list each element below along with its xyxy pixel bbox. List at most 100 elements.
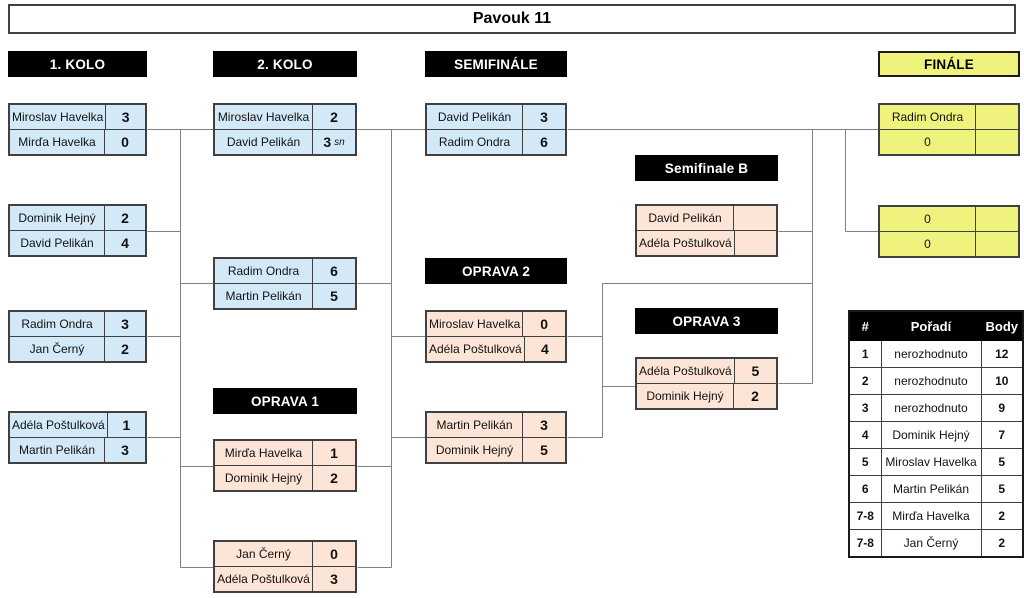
player-score — [975, 207, 1018, 231]
player-name: Mirďa Havelka — [224, 446, 303, 460]
player-name: Jan Černý — [236, 547, 291, 561]
points-cell: 9 — [980, 394, 1024, 422]
match-final-1: Radim Ondra 0 — [878, 103, 1020, 156]
rank-cell: 4 — [848, 421, 882, 449]
player-score: 6 — [312, 259, 355, 283]
header-oprava2: OPRAVA 2 — [425, 258, 567, 284]
player-name: Adéla Poštulková — [217, 572, 310, 586]
player-score: 5 — [522, 438, 565, 462]
rank-cell: 7-8 — [848, 529, 882, 558]
player-name: David Pelikán — [226, 135, 301, 149]
player-name: Miroslav Havelka — [217, 110, 310, 124]
points-cell: 5 — [980, 475, 1024, 503]
points-cell: 5 — [980, 448, 1024, 476]
player-score: 3 — [104, 438, 145, 462]
player-name: David Pelikán — [648, 211, 722, 225]
player-score: 2 — [104, 206, 145, 230]
player-score — [975, 232, 1018, 256]
header-round2: 2. KOLO — [213, 51, 357, 77]
player-score: 1 — [312, 441, 355, 465]
col-points-header: Body — [980, 310, 1024, 341]
player-name: Adéla Poštulková — [429, 342, 522, 356]
name-cell: Jan Černý — [880, 529, 982, 558]
match-round1-3: Radim Ondra 3 Jan Černý 2 — [8, 310, 147, 363]
name-cell: Mirďa Havelka — [880, 502, 982, 530]
player-score: 6 — [522, 130, 565, 154]
player-score: 2 — [104, 337, 145, 361]
player-name: Martin Pelikán — [436, 418, 513, 432]
player-name: Radim Ondra — [227, 264, 300, 278]
player-name: Dominik Hejný — [224, 471, 303, 485]
points-cell: 2 — [980, 502, 1024, 530]
player-score: 4 — [523, 337, 565, 361]
player-score — [975, 105, 1018, 129]
rank-cell: 6 — [848, 475, 882, 503]
score-value: 3 — [323, 134, 332, 150]
player-name: Adéla Poštulková — [639, 236, 732, 250]
player-score: 1 — [106, 413, 145, 437]
player-name: Jan Černý — [29, 342, 85, 356]
player-name: Radim Ondra — [21, 317, 93, 331]
player-score: 3 — [522, 105, 565, 129]
name-cell: nerozhodnuto — [880, 394, 982, 422]
name-cell: Dominik Hejný — [880, 421, 982, 449]
header-oprava3: OPRAVA 3 — [635, 308, 778, 334]
match-oprava1-1: Mirďa Havelka 1 Dominik Hejný 2 — [213, 439, 357, 492]
player-name: David Pelikán — [437, 110, 512, 124]
player-name: Martin Pelikán — [225, 289, 302, 303]
header-semifinal-b: Semifinale B — [635, 155, 778, 181]
player-score: 3 — [312, 567, 355, 591]
player-name: Radim Ondra — [891, 110, 964, 124]
match-semifinal: David Pelikán 3 Radim Ondra 6 — [425, 103, 567, 156]
player-score: 2 — [312, 466, 355, 490]
match-final-2: 0 0 — [878, 205, 1020, 258]
match-semifinal-b: David Pelikán Adéla Poštulková — [635, 204, 778, 257]
points-cell: 2 — [980, 529, 1024, 558]
player-score: 2 — [312, 105, 355, 129]
page-title: Pavouk 11 — [8, 4, 1016, 34]
player-score — [733, 206, 776, 230]
header-final: FINÁLE — [878, 51, 1020, 77]
header-round1: 1. KOLO — [8, 51, 147, 77]
player-score — [975, 130, 1018, 154]
player-name: 0 — [924, 212, 931, 226]
player-score — [733, 231, 776, 255]
player-name: Dominik Hejný — [646, 389, 724, 403]
col-rank-header: # — [848, 310, 882, 341]
player-score: 3 — [104, 312, 145, 336]
points-cell: 7 — [980, 421, 1024, 449]
player-name: Radim Ondra — [438, 135, 511, 149]
name-cell: Martin Pelikán — [880, 475, 982, 503]
score-value: 2 — [330, 109, 338, 125]
name-cell: Miroslav Havelka — [880, 448, 982, 476]
player-score: 4 — [104, 231, 145, 255]
player-name: 0 — [924, 237, 931, 251]
player-name: Miroslav Havelka — [429, 317, 521, 331]
standings-header-row: # Pořadí Body — [848, 310, 1024, 341]
points-cell: 12 — [980, 340, 1024, 368]
rank-cell: 1 — [848, 340, 882, 368]
player-score: 2 — [733, 384, 776, 408]
player-score: 0 — [104, 130, 145, 154]
header-semifinal: SEMIFINÁLE — [425, 51, 567, 77]
player-name: Adéla Poštulková — [639, 364, 732, 378]
player-score: 5 — [312, 284, 355, 308]
player-name: 0 — [924, 135, 931, 149]
col-name-header: Pořadí — [880, 310, 982, 341]
player-name: Miroslav Havelka — [12, 110, 104, 124]
